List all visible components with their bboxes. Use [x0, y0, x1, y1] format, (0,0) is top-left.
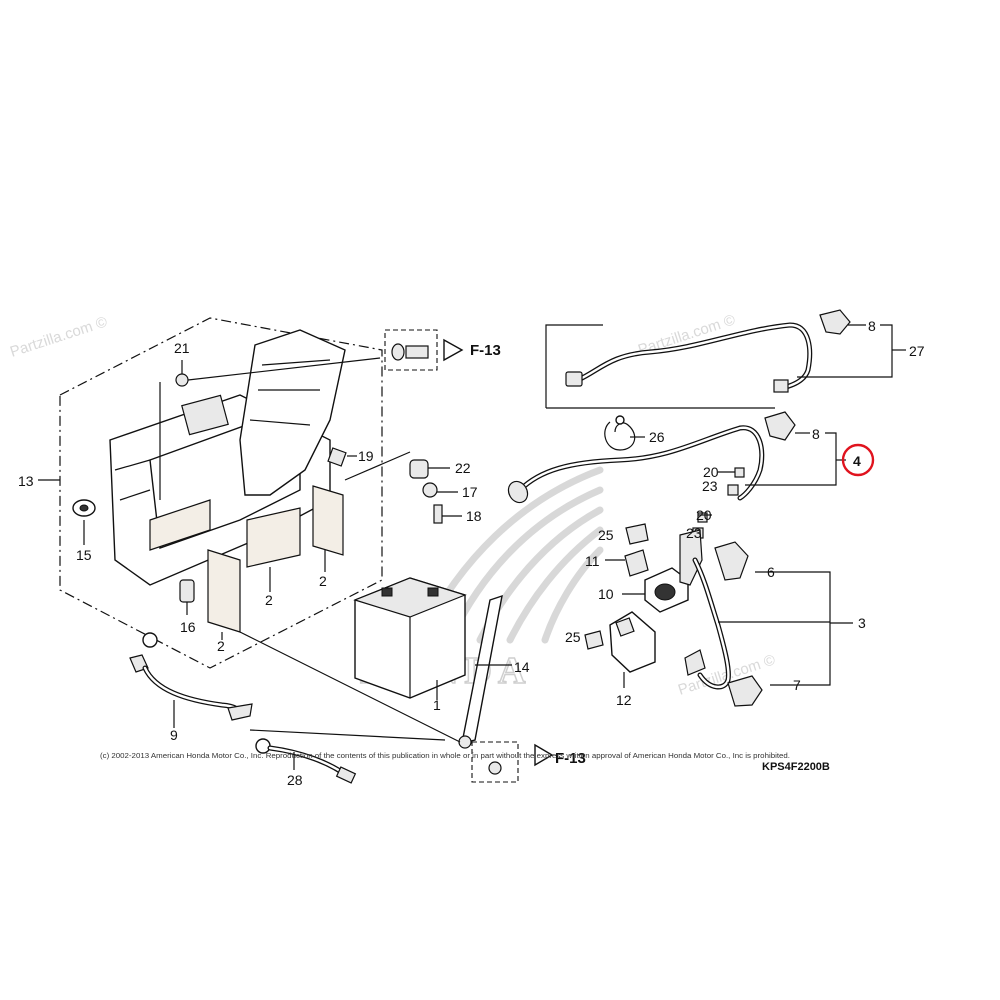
- watermark-left: Partzilla.com ©: [8, 313, 109, 360]
- callout-28: 28: [287, 772, 303, 788]
- ref-label-bottom: F-13: [555, 750, 586, 767]
- callout-25a: 25: [598, 527, 614, 543]
- callout-25b: 25: [565, 629, 581, 645]
- switch-12: [609, 611, 656, 688]
- callout-23b: 23: [686, 525, 702, 541]
- callout-3: 3: [858, 615, 866, 631]
- battery-1: [353, 577, 467, 700]
- highlight-circle: [841, 443, 875, 477]
- callout-21: 21: [174, 340, 190, 356]
- callout-9: 9: [170, 727, 178, 743]
- diagram-code: KPS4F2200B: [762, 761, 830, 773]
- ground-cable-9: [129, 632, 253, 728]
- fasteners-17-18-22: [344, 451, 462, 524]
- callout-22: 22: [455, 460, 471, 476]
- callout-20a: 20: [703, 464, 719, 480]
- callout-2a: 2: [265, 592, 273, 608]
- bolt-21: [159, 357, 381, 500]
- reference-box-top: F-13: [384, 329, 501, 371]
- cable-group-box-27: [545, 309, 906, 409]
- callout-13: 13: [18, 473, 34, 489]
- cushion-pads-2: [207, 485, 344, 640]
- callout-26: 26: [649, 429, 665, 445]
- clip-26: [604, 415, 645, 451]
- callout-27: 27: [909, 343, 925, 359]
- nut-19: [327, 447, 357, 467]
- connector-11: [605, 549, 649, 577]
- callout-6: 6: [767, 564, 775, 580]
- leader-box-battery: [239, 631, 461, 743]
- callout-15: 15: [76, 547, 92, 563]
- cable-group-4: [507, 411, 875, 504]
- callout-23a: 23: [702, 478, 718, 494]
- callout-19: 19: [358, 448, 374, 464]
- callout-7: 7: [793, 677, 801, 693]
- ref-label-top: F-13: [470, 342, 501, 359]
- callout-10: 10: [598, 586, 614, 602]
- starter-relay-10: [622, 529, 703, 613]
- callout-8b: 8: [812, 426, 820, 442]
- callout-20b: 20: [696, 507, 712, 523]
- callout-12: 12: [616, 692, 632, 708]
- callout-4: 4: [853, 453, 861, 469]
- callout-16: 16: [180, 619, 196, 635]
- connector-25a: [625, 523, 649, 545]
- callout-2c: 2: [217, 638, 225, 654]
- battery-box-part-13: [109, 329, 346, 586]
- grommet-15: [72, 499, 96, 545]
- connector-25b: [584, 630, 604, 650]
- callout-14: 14: [514, 659, 530, 675]
- callout-8a: 8: [868, 318, 876, 334]
- cable-28: [249, 729, 446, 784]
- cable-3: [684, 541, 853, 707]
- callout-2b: 2: [319, 573, 327, 589]
- callout-18: 18: [466, 508, 482, 524]
- callout-1: 1: [433, 697, 441, 713]
- callout-11: 11: [585, 553, 600, 569]
- rubber-mount-16: [179, 579, 195, 615]
- battery-box-frame: [38, 317, 383, 669]
- reference-box-bottom: F-13: [471, 741, 586, 783]
- callout-17: 17: [462, 484, 478, 500]
- copyright-notice: (c) 2002-2013 American Honda Motor Co., …: [100, 753, 790, 760]
- callout-labels: 1 2 2 2 3 4 6 7 8 8 9 10 11 12 13 14 15 …: [18, 318, 925, 788]
